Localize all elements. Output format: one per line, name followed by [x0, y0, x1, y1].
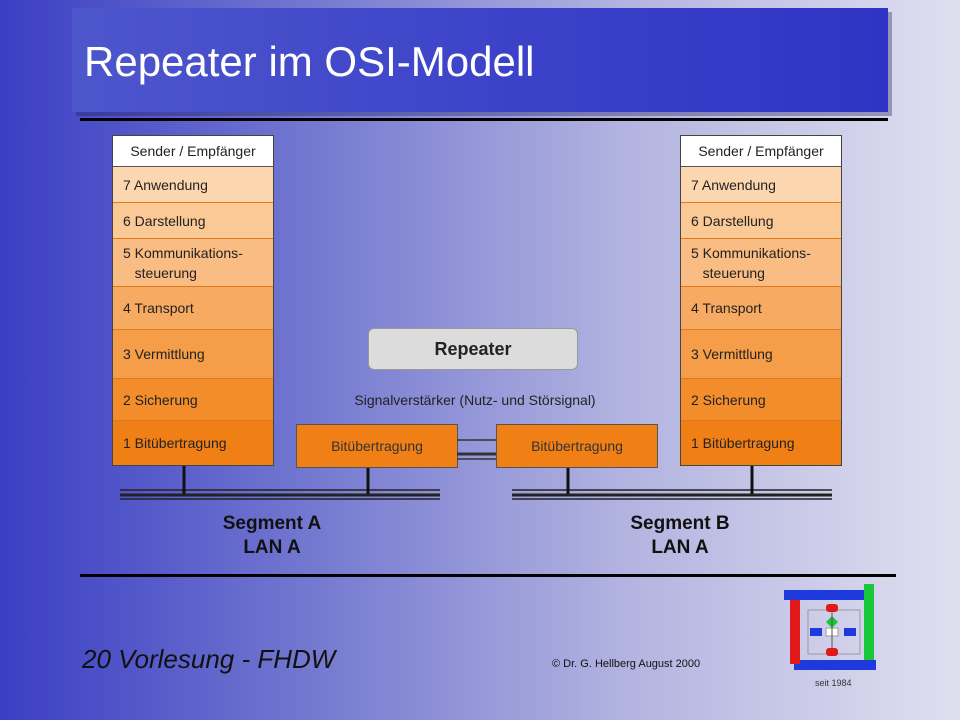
layer-label: 6 Darstellung — [691, 212, 774, 229]
layer-label: 3 Vermittlung — [123, 346, 205, 362]
top-rule — [80, 118, 888, 121]
layer-5-left: 5 Kommunikations- steuerung — [113, 239, 273, 287]
stack-header-left: Sender / Empfänger — [113, 136, 273, 167]
segment-b-name: Segment B — [630, 513, 730, 534]
layer-label: 2 Sicherung — [123, 391, 198, 408]
layer-4-left: 4 Transport — [113, 287, 273, 330]
page-title: Repeater im OSI-Modell — [84, 38, 535, 85]
layer-label: 1 Bitübertragung — [123, 435, 227, 451]
layer-label: 3 Vermittlung — [691, 346, 773, 362]
layer-6-left: 6 Darstellung — [113, 203, 273, 239]
layer-label: 7 Anwendung — [691, 176, 776, 193]
repeater-bit-right: Bitübertragung — [496, 424, 658, 468]
layer-2-right: 2 Sicherung — [681, 379, 841, 421]
layer-5-right: 5 Kommunikations- steuerung — [681, 239, 841, 287]
layer-label: 1 Bitübertragung — [691, 435, 795, 451]
segment-a-lan: LAN A — [243, 537, 301, 558]
logo-since-text: seit 1984 — [815, 678, 852, 688]
osi-stack-right: Sender / Empfänger 7 Anwendung 6 Darstel… — [680, 135, 842, 466]
fhdw-logo-icon — [784, 584, 876, 670]
bottom-rule — [80, 574, 896, 577]
layer-1-left: 1 Bitübertragung — [113, 421, 273, 465]
layer-7-right: 7 Anwendung — [681, 167, 841, 203]
layer-2-left: 2 Sicherung — [113, 379, 273, 421]
layer-label: 7 Anwendung — [123, 176, 208, 193]
repeater-bit-left: Bitübertragung — [296, 424, 458, 468]
layer-label: 5 Kommunikations- steuerung — [691, 244, 811, 281]
osi-stack-left: Sender / Empfänger 7 Anwendung 6 Darstel… — [112, 135, 274, 466]
title-bar: Repeater im OSI-Modell — [72, 8, 888, 112]
stack-header-right: Sender / Empfänger — [681, 136, 841, 167]
layer-3-right: 3 Vermittlung — [681, 330, 841, 379]
layer-label: 6 Darstellung — [123, 212, 206, 229]
layer-label: 4 Transport — [123, 300, 194, 316]
layer-label: 5 Kommunikations- steuerung — [123, 244, 243, 281]
repeater-box: Repeater — [368, 328, 578, 370]
layer-label: 2 Sicherung — [691, 391, 766, 408]
segment-b-label: Segment B LAN A — [580, 512, 780, 560]
layer-7-left: 7 Anwendung — [113, 167, 273, 203]
layer-4-right: 4 Transport — [681, 287, 841, 330]
copyright-text: © Dr. G. Hellberg August 2000 — [552, 658, 701, 670]
layer-1-right: 1 Bitübertragung — [681, 421, 841, 465]
segment-a-label: Segment A LAN A — [172, 512, 372, 560]
layer-6-right: 6 Darstellung — [681, 203, 841, 239]
lecture-footer: 20 Vorlesung - FHDW — [82, 644, 336, 674]
repeater-description: Signalverstärker (Nutz- und Störsignal) — [354, 392, 596, 408]
layer-label: 4 Transport — [691, 300, 762, 316]
segment-a-name: Segment A — [222, 513, 322, 534]
layer-3-left: 3 Vermittlung — [113, 330, 273, 379]
segment-b-lan: LAN A — [651, 537, 709, 558]
